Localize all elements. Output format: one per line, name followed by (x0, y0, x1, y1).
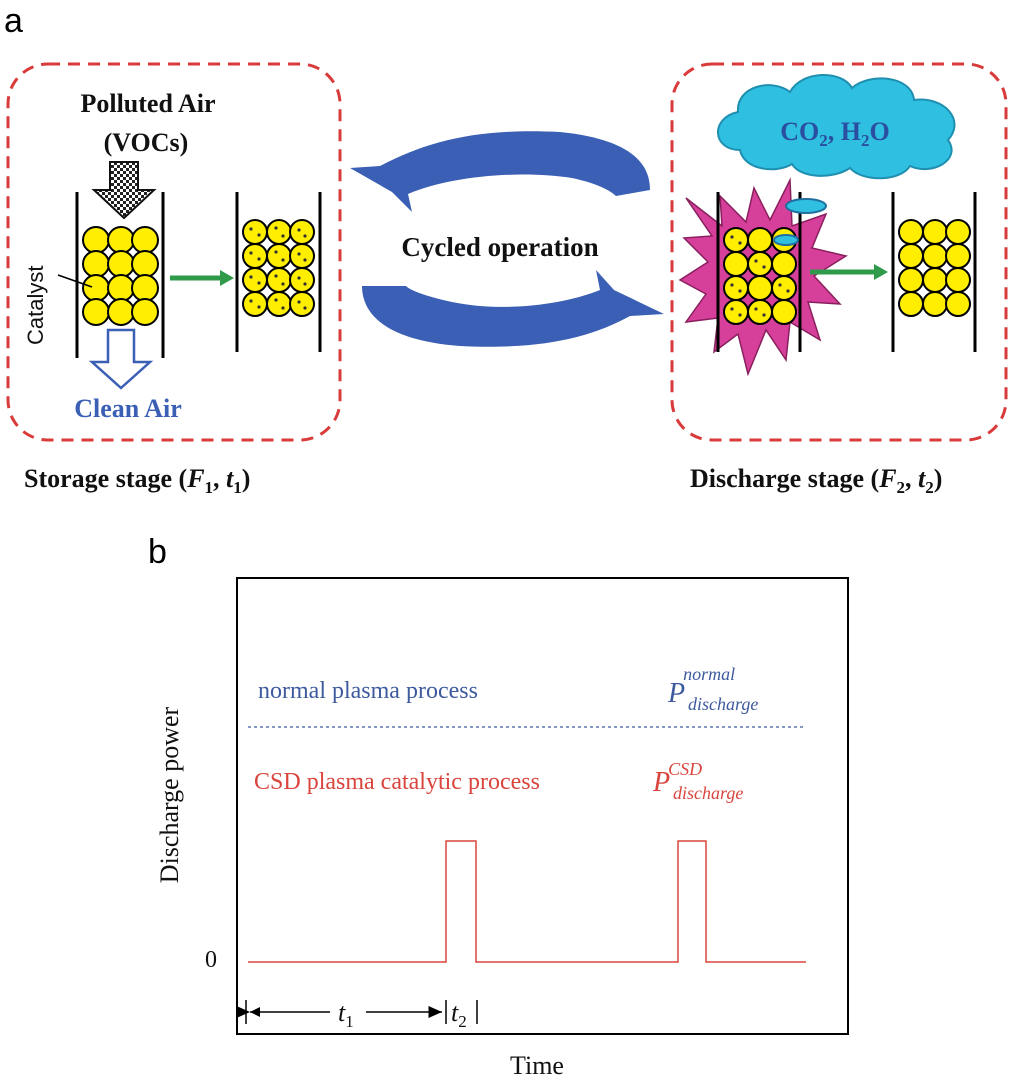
plot-frame (236, 577, 849, 1035)
molecule-icon (785, 198, 827, 214)
saturated-reactor-icon (235, 192, 322, 352)
y-axis-label: Discharge power (155, 706, 184, 883)
t2-label: t2 (451, 998, 467, 1031)
discharge-stage-label: Discharge stage (F2, t2) (690, 464, 942, 497)
green-transfer-arrow-icon (170, 270, 234, 286)
storage-stage-label: Storage stage (F1, t1) (24, 464, 250, 497)
normal-process-label: normal plasma process (258, 678, 478, 704)
cloud-products-label: CO2, H2O (780, 117, 889, 150)
panel-b-label: b (148, 533, 167, 571)
panel-a-label: a (4, 2, 23, 40)
x-axis-label: Time (510, 1051, 564, 1080)
time-interval-markers (236, 1000, 478, 1024)
csd-process-label: CSD plasma catalytic process (254, 769, 540, 795)
molecule-icon-small (773, 234, 799, 246)
t1-label: t1 (338, 998, 354, 1031)
vocs-label: (VOCs) (104, 128, 189, 157)
cycled-operation-label: Cycled operation (401, 232, 598, 262)
catalyst-pointer (57, 274, 93, 288)
polluted-air-label: Polluted Air (80, 89, 215, 118)
storage-box (6, 62, 342, 442)
zero-tick-label: 0 (205, 947, 217, 973)
cloud-icon (717, 74, 956, 180)
clean-air-label: Clean Air (74, 394, 182, 423)
csd-pulse-waveform (248, 840, 806, 963)
regenerated-reactor-icon (891, 192, 977, 352)
clean-air-arrow-icon (88, 328, 154, 390)
discharge-reactor-icon (716, 192, 802, 352)
discharge-box (670, 62, 1008, 442)
polluted-air-arrow-icon (91, 161, 157, 220)
green-discharge-arrow-icon (810, 264, 888, 280)
catalyst-label: Catalyst (23, 266, 48, 345)
cycle-arrows-icon (350, 131, 664, 347)
storage-reactor-icon (75, 192, 165, 358)
